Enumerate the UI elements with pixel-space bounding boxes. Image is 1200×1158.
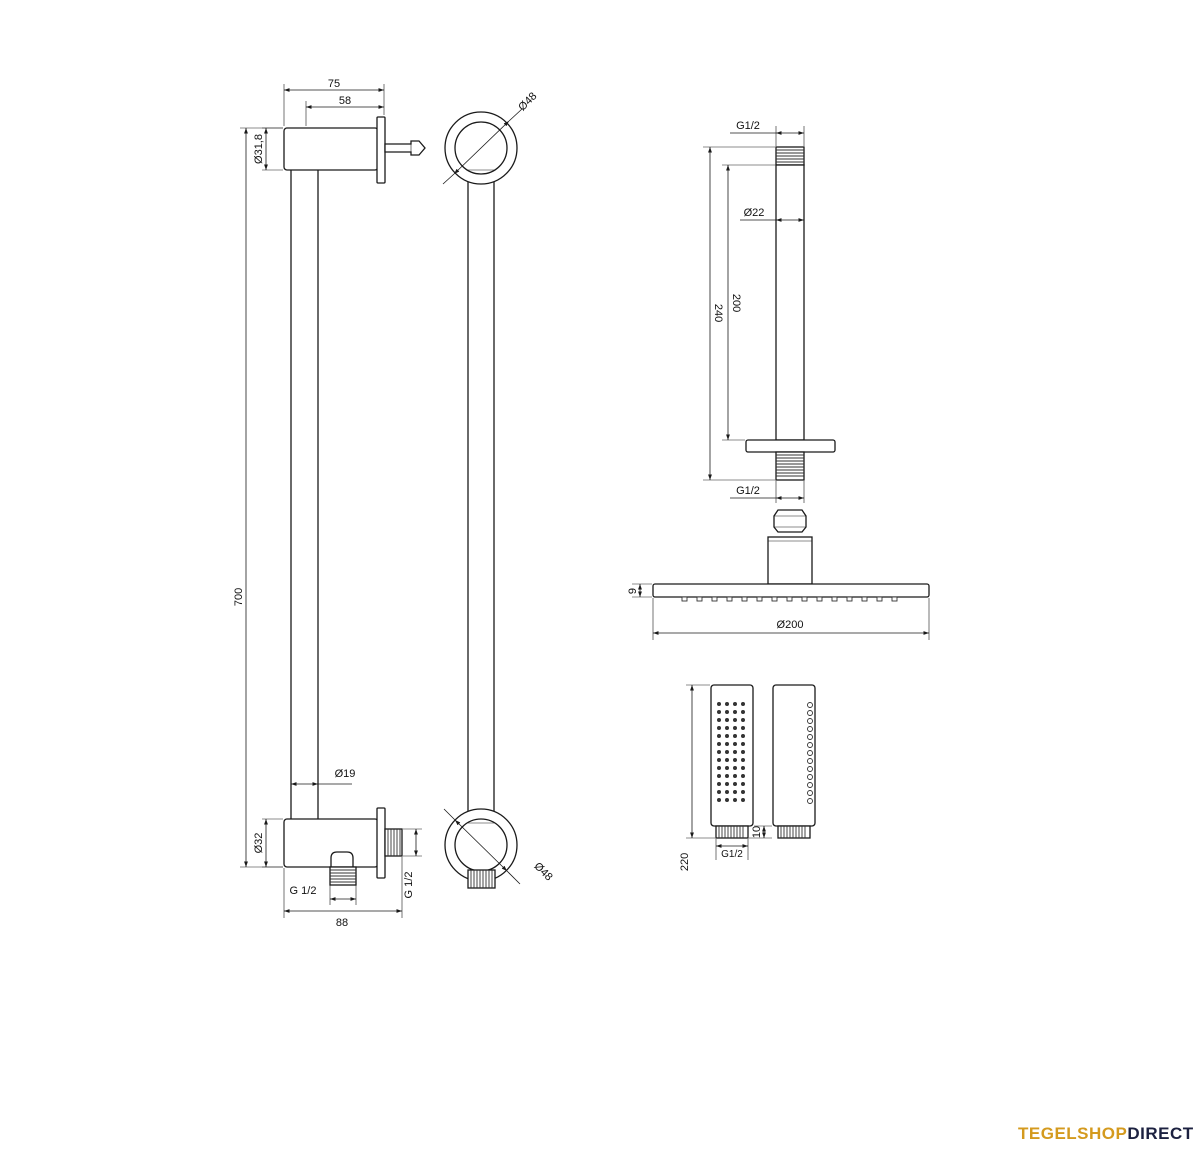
head-plate	[652, 583, 930, 598]
head-neck	[767, 536, 813, 585]
dim-bottom-ring-diameter: Ø48	[532, 860, 555, 883]
dim-arm-diameter: Ø22	[744, 207, 765, 219]
dim-thread-length: 10	[751, 826, 763, 838]
dim-bottom-outlet-thread: G 1/2	[290, 885, 317, 897]
dim-top-ring-diameter: Ø48	[516, 90, 539, 113]
arm-tube	[775, 164, 805, 441]
ball-joint-nut	[773, 509, 807, 533]
dim-bottom-width: 88	[336, 917, 348, 929]
bottom-wall-plate	[376, 807, 386, 879]
front-rail-tube	[467, 169, 495, 831]
head-shower: 9 Ø200	[627, 509, 930, 640]
head-nozzles	[681, 596, 898, 602]
dim-tube-diameter: Ø19	[335, 768, 356, 780]
front-outlet-thread	[467, 869, 496, 889]
dim-hand-shower-thread: G1/2	[721, 849, 743, 860]
dim-arm-top-thread: G1/2	[736, 120, 760, 132]
hand-shower: 220 10 G1/2	[679, 684, 816, 871]
dim-top-bracket-diameter: Ø31,8	[253, 134, 265, 164]
wall-screw	[384, 140, 426, 156]
top-bracket	[283, 127, 379, 171]
logo-part-1: TEGELSHOP	[1018, 1124, 1128, 1143]
arm-bottom-thread	[775, 451, 805, 481]
hose-outlet-stem	[330, 851, 354, 868]
hand-shower-nozzle-grid	[717, 702, 745, 802]
dim-head-thickness: 9	[627, 588, 639, 594]
logo-part-2: DIRECT	[1127, 1124, 1194, 1143]
ceiling-arm: G1/2 Ø22 200 240 G1/2	[703, 120, 836, 503]
hand-shower-side-nozzles	[807, 702, 813, 804]
dim-hand-shower-length: 220	[679, 853, 691, 871]
dim-side-outlet-thread: G 1/2	[403, 872, 415, 899]
dim-width-bracket: 58	[339, 95, 351, 107]
dim-rail-height: 700	[233, 588, 245, 606]
rail-side-view: 75 58 Ø31,8 700 Ø19 Ø32 G 1/2 G 1/2	[233, 78, 426, 929]
top-wall-plate	[376, 116, 386, 184]
dim-arm-bottom-thread: G1/2	[736, 485, 760, 497]
dim-width-total: 75	[328, 78, 340, 90]
dim-bottom-bracket-diameter: Ø32	[253, 833, 265, 854]
hand-shower-front-body	[710, 684, 754, 827]
dim-head-diameter: Ø200	[777, 619, 804, 631]
dim-arm-length-total: 240	[712, 304, 724, 322]
brand-logo[interactable]: TEGELSHOPDIRECT	[1018, 1124, 1194, 1144]
side-outlet-thread	[384, 828, 403, 857]
rail-front-view: Ø48 Ø48	[442, 90, 555, 889]
dim-arm-length-inner: 200	[730, 294, 742, 312]
ceiling-flange	[745, 439, 836, 453]
rail-tube	[290, 167, 319, 829]
